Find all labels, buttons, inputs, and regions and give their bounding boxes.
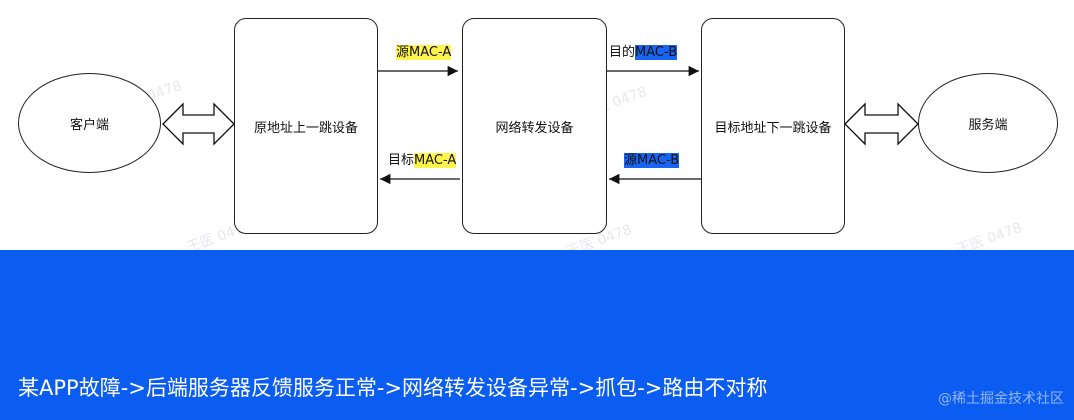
mac-a-highlight: MAC-A — [409, 45, 452, 60]
edge-prefix: 目标 — [388, 153, 415, 168]
server-label: 服务端 — [968, 117, 1008, 133]
edge-prefix: 源 — [396, 45, 410, 60]
source-hop-node: 原地址上一跳设备 — [234, 18, 378, 234]
mac-a-highlight: MAC-A — [414, 153, 457, 168]
forwarder-node: 网络转发设备 — [462, 18, 607, 234]
caption-banner — [0, 250, 1074, 420]
source-hop-label: 原地址上一跳设备 — [253, 120, 358, 136]
double-arrow-right — [844, 102, 919, 146]
dest-hop-node: 目标地址下一跳设备 — [701, 18, 845, 234]
mac-b-highlight: MAC-B — [637, 153, 680, 168]
double-arrow-left — [162, 102, 235, 146]
client-label: 客户端 — [69, 117, 109, 133]
client-node: 客户端 — [18, 73, 161, 173]
source-credit: @稀土掘金技术社区 — [938, 391, 1064, 407]
connector-layer — [162, 65, 919, 185]
edge-label-dst-mac-a: 目标MAC-A — [388, 152, 457, 170]
diagram-area: 王医 0478 王医 0478 王医 0478 王医 0478 王医 0478 … — [18, 18, 1058, 261]
mac-b-highlight: MAC-B — [635, 45, 678, 60]
edge-label-src-mac-a: 源MAC-A — [396, 44, 452, 62]
edge-label-src-mac-b: 源MAC-B — [624, 152, 680, 170]
forwarder-label: 网络转发设备 — [495, 120, 574, 136]
edge-prefix: 目的 — [609, 45, 636, 60]
server-node: 服务端 — [918, 73, 1058, 173]
edge-prefix: 源 — [624, 153, 638, 168]
dest-hop-label: 目标地址下一跳设备 — [714, 120, 832, 136]
edge-label-dst-mac-b: 目的MAC-B — [609, 44, 678, 62]
caption-text: 某APP故障->后端服务器反馈服务正常->网络转发设备异常->抓包->路由不对称 — [18, 376, 768, 400]
